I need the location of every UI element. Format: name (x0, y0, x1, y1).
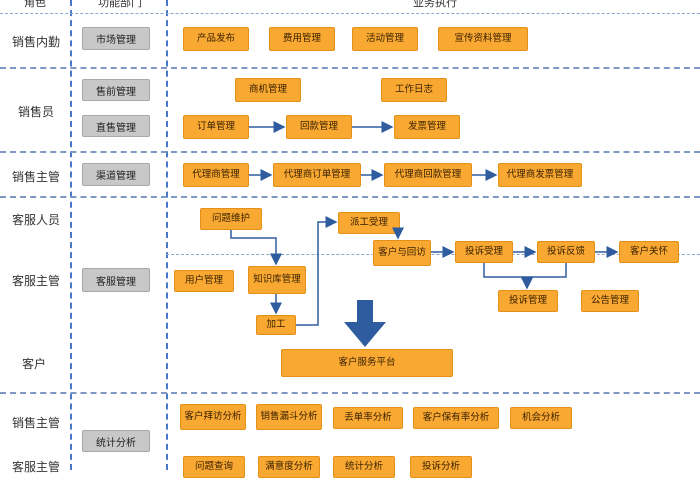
row-divider-header (0, 13, 700, 14)
role-customer: 客户 (22, 357, 47, 371)
task-complaint-acceptance: 投诉受理 (455, 241, 513, 263)
row-divider-4 (0, 392, 700, 394)
task-retention-analysis: 客户保有率分析 (413, 407, 499, 429)
task-invoice-management: 发票管理 (394, 115, 460, 139)
connector-complaint-bracket (483, 263, 567, 278)
row-divider-service (166, 254, 700, 255)
task-product-release: 产品发布 (183, 27, 249, 51)
task-issue-maintenance: 问题维护 (200, 208, 262, 230)
role-sales-manager-2: 销售主管 (12, 416, 61, 430)
task-work-log: 工作日志 (381, 78, 447, 102)
task-knowledge-base-management: 知识库管理 (248, 266, 306, 294)
task-customer-care: 客户关怀 (619, 241, 679, 263)
task-dispatch-acceptance: 派工受理 (338, 212, 400, 234)
task-customer-revisit: 客户与回访 (373, 240, 431, 266)
row-divider-1 (0, 67, 700, 69)
column-divider-role (70, 0, 72, 470)
task-agent-invoice-management: 代理商发票管理 (498, 163, 582, 187)
task-promo-material-management: 宣传资料管理 (438, 27, 528, 51)
task-opportunity-analysis: 机会分析 (510, 407, 572, 429)
function-channel-management: 渠道管理 (82, 163, 150, 186)
task-agent-payment-management: 代理商回款管理 (384, 163, 472, 187)
row-divider-2 (0, 151, 700, 153)
task-processing: 加工 (256, 315, 296, 335)
role-sales-clerk: 销售内勤 (12, 35, 61, 49)
task-expense-management: 费用管理 (269, 27, 335, 51)
role-service-staff: 客服人员 (12, 213, 61, 227)
header-function: 功能部门 (98, 0, 142, 9)
task-opportunity-management: 商机管理 (235, 78, 301, 102)
task-order-management: 订单管理 (183, 115, 249, 139)
task-agent-order-management: 代理商订单管理 (273, 163, 361, 187)
function-presale-management: 售前管理 (82, 79, 150, 101)
function-service-management: 客服管理 (82, 268, 150, 292)
task-notice-management: 公告管理 (581, 290, 639, 312)
role-salesperson: 销售员 (18, 105, 55, 119)
task-complaint-feedback: 投诉反馈 (537, 241, 595, 263)
task-sales-funnel-analysis: 销售漏斗分析 (256, 404, 322, 430)
column-divider-function (166, 0, 168, 470)
header-business: 业务执行 (413, 0, 457, 9)
task-user-management: 用户管理 (174, 270, 234, 292)
function-market-management: 市场管理 (82, 27, 150, 50)
role-service-manager: 客服主管 (12, 274, 61, 288)
task-customer-service-platform: 客户服务平台 (281, 349, 453, 377)
arrow-issue-to-kb (230, 230, 282, 266)
task-agent-management: 代理商管理 (183, 163, 249, 187)
task-payment-management: 回款管理 (286, 115, 352, 139)
row-divider-3 (0, 196, 700, 198)
arrow-processing-to-dispatch (296, 216, 338, 326)
task-complaint-management: 投诉管理 (498, 290, 558, 312)
role-sales-manager: 销售主管 (12, 170, 61, 184)
task-visit-analysis: 客户拜访分析 (180, 404, 246, 430)
function-direct-sales-management: 直售管理 (82, 115, 150, 137)
down-arrow-icon (344, 300, 386, 347)
task-lost-order-analysis: 丢单率分析 (333, 407, 403, 429)
task-event-management: 活动管理 (352, 27, 418, 51)
function-statistics-analysis: 统计分析 (82, 430, 150, 452)
header-role: 角色 (24, 0, 46, 9)
